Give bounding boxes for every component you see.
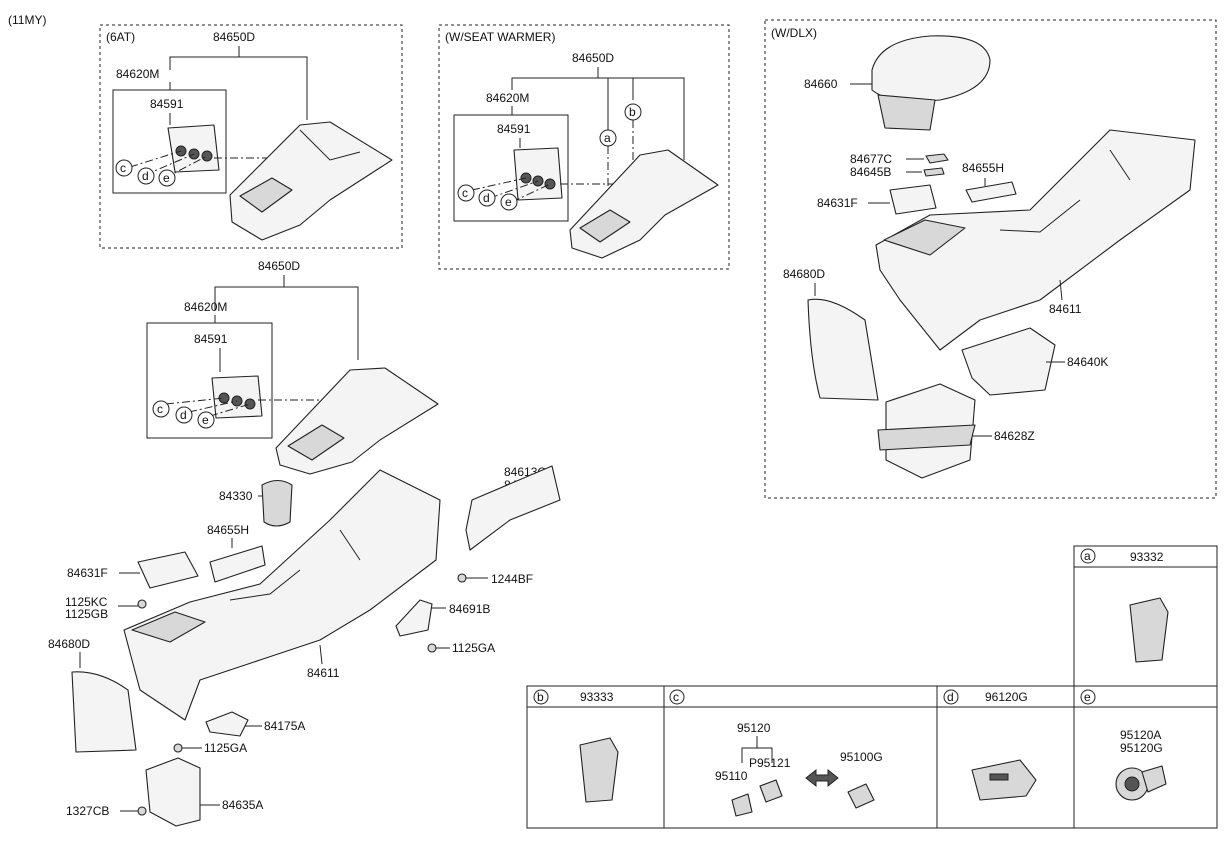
section-title-seat-warmer: (W/SEAT WARMER) — [445, 30, 555, 44]
callout-d-main: d — [180, 408, 187, 422]
armrest-lid — [871, 35, 991, 102]
label-84655H-dlx: 84655H — [962, 161, 1004, 175]
label-84635A: 84635A — [222, 798, 263, 812]
switch-panel-sw — [513, 147, 563, 201]
label-84680D-dlx: 84680D — [783, 267, 825, 281]
pad-84175A — [205, 711, 249, 737]
label-84631F-main: 84631F — [67, 566, 108, 580]
table-part-95110: 95110 — [715, 769, 748, 783]
label-84591-main: 84591 — [194, 332, 228, 346]
label-84591-sw: 84591 — [497, 122, 531, 136]
table-key-d: d — [947, 690, 954, 704]
switch-panel-6at — [167, 124, 220, 173]
callout-c-sw: c — [462, 186, 468, 200]
callout-c-main: c — [157, 402, 163, 416]
frame-dlx — [764, 19, 1217, 499]
label-84680D-main: 84680D — [48, 637, 90, 651]
label-84620M-sw: 84620M — [486, 91, 529, 105]
label-84650D-main: 84650D — [258, 259, 300, 273]
console-cover-6at — [229, 121, 393, 241]
cup-holder-84640K — [961, 327, 1056, 396]
label-1327CB: 1327CB — [66, 804, 109, 818]
box-84591-6at — [112, 89, 227, 194]
label-84655H-main: 84655H — [207, 523, 249, 537]
console-body-main — [123, 469, 441, 721]
callout-a-sw: a — [604, 131, 611, 145]
table-part-P95121: P95121 — [749, 756, 791, 770]
label-1125GB: 1125GB — [65, 607, 108, 621]
reference-table — [526, 685, 1218, 829]
label-84620M-6at: 84620M — [116, 67, 159, 81]
callout-d-sw: d — [483, 191, 490, 205]
table-key-a: a — [1084, 549, 1091, 563]
table-key-e: e — [1084, 690, 1091, 704]
callout-b-sw: b — [629, 105, 636, 119]
switch-93333 — [579, 737, 619, 803]
side-panel-84612C — [465, 465, 561, 551]
section-title-dlx: (W/DLX) — [771, 26, 817, 40]
label-84660: 84660 — [804, 77, 838, 91]
label-84631F-dlx: 84631F — [817, 196, 858, 210]
label-1125GA-b: 1125GA — [204, 741, 247, 755]
table-part-93332: 93332 — [1130, 550, 1164, 564]
socket-95121 — [759, 779, 783, 803]
console-body-dlx — [875, 129, 1196, 351]
label-84620M-main: 84620M — [184, 300, 227, 314]
frame-seat-warmer — [438, 24, 730, 270]
interchange-arrow-icon — [805, 768, 839, 788]
box-84591-main — [146, 322, 273, 439]
console-cover-main — [275, 367, 439, 475]
label-84677C: 84677C — [850, 152, 892, 166]
box-84591-sw — [453, 114, 569, 222]
callout-d-6at: d — [142, 169, 149, 183]
bracket-84635A — [145, 757, 201, 827]
label-84645B: 84645B — [850, 165, 891, 179]
socket-95110 — [731, 793, 753, 817]
label-84650D-6at: 84650D — [213, 30, 255, 44]
switch-93332 — [1129, 597, 1169, 663]
callout-e-6at: e — [163, 171, 170, 185]
callout-c-6at: c — [120, 161, 126, 175]
table-part-96120G: 96120G — [985, 690, 1028, 704]
model-year-label: (11MY) — [8, 13, 46, 27]
label-84611-main: 84611 — [307, 666, 340, 680]
mat-84631F-dlx — [889, 184, 937, 215]
frame-6at — [99, 24, 403, 249]
callout-e-main: e — [202, 413, 209, 427]
callout-e-sw: e — [505, 195, 512, 209]
table-part-93333: 93333 — [580, 690, 614, 704]
bracket-84691B — [395, 599, 433, 637]
rear-cover-main — [71, 671, 137, 753]
label-84640K: 84640K — [1067, 355, 1108, 369]
label-84175A: 84175A — [264, 719, 305, 733]
section-title-6at: (6AT) — [106, 30, 135, 44]
leader-84650D-6at — [169, 46, 308, 120]
table-key-c: c — [673, 690, 679, 704]
label-1125KC: 1125KC — [65, 595, 108, 609]
label-84628Z: 84628Z — [994, 429, 1035, 443]
console-cover-sw — [569, 149, 719, 259]
table-part-95120: 95120 — [737, 721, 771, 735]
table-part-95120A: 95120A — [1120, 728, 1161, 742]
tray-84655H-main — [209, 545, 266, 583]
mat-84631F-main — [137, 551, 199, 589]
label-1244BF: 1244BF — [491, 572, 533, 586]
label-84591-6at: 84591 — [150, 97, 184, 111]
leader-84650D-sw — [511, 67, 685, 160]
label-84650D-sw: 84650D — [572, 51, 614, 65]
rear-cover-dlx — [807, 298, 879, 401]
label-1125GA-a: 1125GA — [452, 641, 495, 655]
socket-95100G — [847, 783, 875, 809]
label-84330: 84330 — [219, 489, 253, 503]
table-key-b: b — [537, 690, 544, 704]
leader-84650D-main — [214, 275, 359, 360]
label-84691B: 84691B — [449, 602, 490, 616]
label-84611-dlx: 84611 — [1049, 302, 1082, 316]
tray-84655H-dlx — [965, 181, 1017, 203]
table-part-95120G: 95120G — [1120, 741, 1163, 755]
ashtray-84330 — [261, 479, 293, 527]
table-part-95100G: 95100G — [840, 750, 883, 764]
